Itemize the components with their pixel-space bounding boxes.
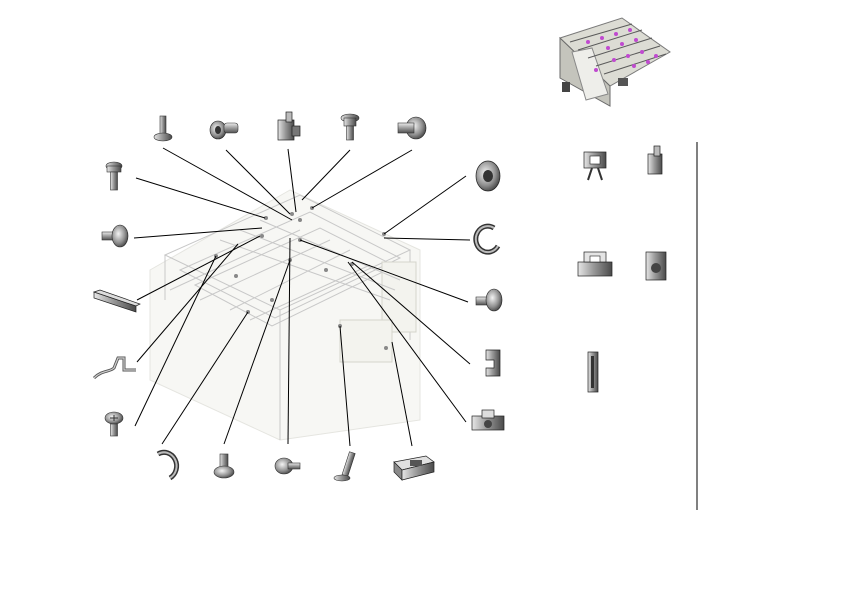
snap-fastener-icon xyxy=(471,409,505,431)
slider-block-icon xyxy=(577,251,613,277)
flange-screw-icon xyxy=(340,113,360,141)
leader-lines xyxy=(133,147,471,447)
clevis-pin-icon xyxy=(333,451,356,482)
wire-clip-icon xyxy=(583,151,607,181)
reference-panel xyxy=(577,142,698,510)
assembly-location-thumbnail xyxy=(552,8,680,136)
wire-spring-icon xyxy=(92,356,136,380)
snap-fastener-icon xyxy=(645,251,667,281)
c-clip-icon xyxy=(485,349,501,377)
wire-clip-icon xyxy=(647,145,663,175)
e-ring-icon xyxy=(473,223,501,255)
roller-ring-icon xyxy=(475,160,501,192)
wire-clip-icon xyxy=(277,111,301,141)
main-assembly xyxy=(149,189,421,441)
slider-block-icon xyxy=(393,455,435,481)
bushing-screw-icon xyxy=(101,224,129,248)
flat-bar-icon xyxy=(92,289,141,313)
e-ring-icon xyxy=(156,449,180,481)
spring-washer-screw-icon xyxy=(209,120,239,140)
flat-bar-icon xyxy=(587,351,599,393)
shoulder-screw-icon xyxy=(475,288,503,312)
pin-screw-icon xyxy=(153,115,173,142)
cross-screw-icon xyxy=(104,411,124,437)
hex-bolt-icon xyxy=(105,161,123,191)
shoulder-screw-icon xyxy=(397,116,427,140)
pin-screw-icon xyxy=(274,457,301,475)
stud-screw-icon xyxy=(213,453,235,479)
